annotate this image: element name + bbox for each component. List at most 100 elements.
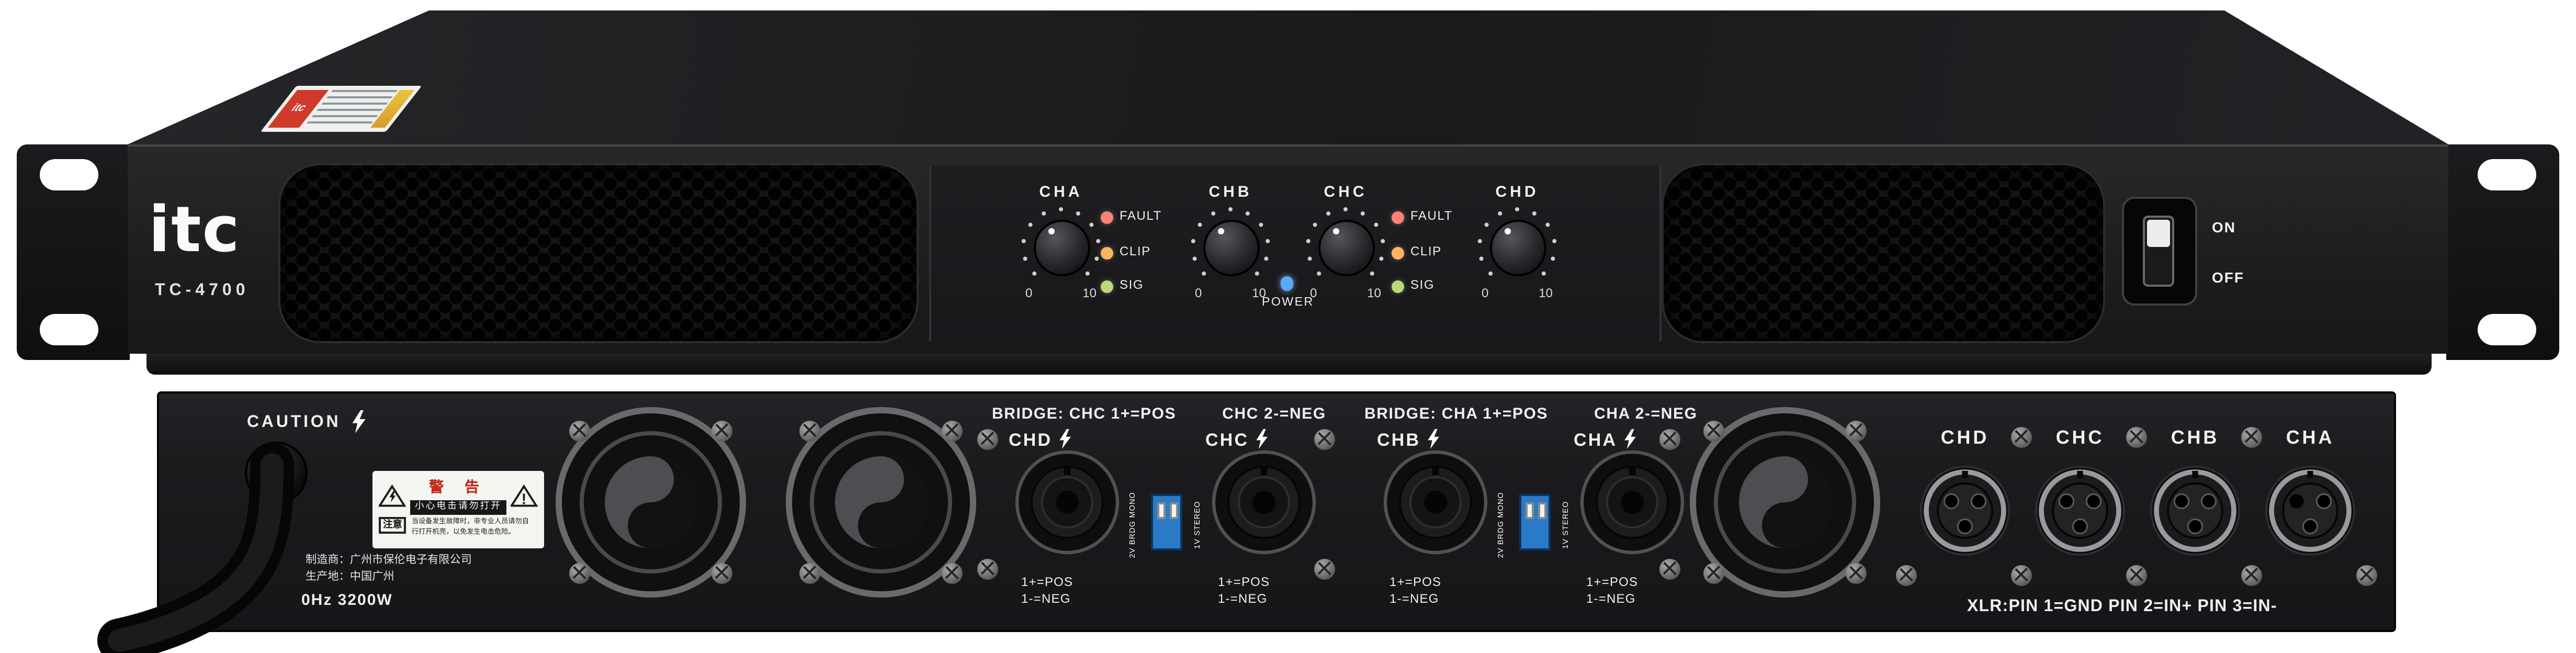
mode-dip-switch-left[interactable]: 2V BRDG MONO 1V STEREO <box>1128 486 1203 573</box>
screw-icon <box>2126 427 2147 448</box>
knob-cap[interactable] <box>1033 219 1089 275</box>
channel-label: CHC <box>1324 182 1368 201</box>
speakon-connector-chb[interactable] <box>1383 450 1488 555</box>
bridge-instructions-left: BRIDGE: CHC 1+=POS CHC 2-=NEG <box>992 404 1326 423</box>
svg-text:!: ! <box>522 490 527 507</box>
screw-icon <box>2241 565 2262 586</box>
dip-slider[interactable] <box>1157 501 1167 519</box>
power-switch-housing[interactable] <box>2122 197 2197 306</box>
dip-switch-body[interactable] <box>1151 494 1182 550</box>
led-label: SIG <box>1410 280 1435 293</box>
led-label: CLIP <box>1410 246 1442 259</box>
screw-icon <box>711 563 732 584</box>
knob-scale: 0 10 <box>1475 289 1559 301</box>
speakon-connector-cha[interactable] <box>1580 450 1685 555</box>
speakon-connector-chc[interactable] <box>1212 450 1316 555</box>
dip-right-label: 1V STEREO <box>1193 501 1202 549</box>
screw-icon <box>1896 565 1917 586</box>
scale-min: 0 <box>1310 289 1317 301</box>
xlr-input-cha[interactable] <box>2264 465 2356 557</box>
bridge-text: BRIDGE: CHC 1+=POS <box>992 404 1177 423</box>
dip-left-label: 2V BRDG MONO <box>1496 492 1505 558</box>
knob-cap[interactable] <box>1202 219 1259 275</box>
knob-cap[interactable] <box>1489 219 1545 275</box>
shock-warning-triangle-icon <box>379 483 405 506</box>
scale-max: 10 <box>1539 289 1553 301</box>
bridge-text: CHA 2-=NEG <box>1594 404 1698 423</box>
dip-right-label: 1V STEREO <box>1561 501 1570 549</box>
screw-icon <box>1314 429 1335 450</box>
clip-led <box>1101 246 1113 259</box>
xlr-input-chc[interactable] <box>2034 465 2126 557</box>
caution-label: CAUTION <box>247 410 366 433</box>
rack-mount-slot <box>40 314 98 345</box>
manufacturer-line: 制造商：广州市保伦电子有限公司 <box>306 555 472 567</box>
knob-scale: 0 10 <box>1019 289 1103 301</box>
gain-knob-cha[interactable] <box>1019 205 1103 289</box>
warning-note-title: 注意 <box>379 517 406 535</box>
screw-icon <box>1703 421 1724 442</box>
rack-mount-slot <box>2478 314 2536 345</box>
front-face: itc TC-4700 CHA 0 10 <box>128 144 2448 354</box>
power-on-label: ON <box>2212 222 2236 237</box>
cooling-fan <box>556 407 746 598</box>
brand-logo: itc <box>149 195 241 268</box>
channel-strip-chc: CHC 0 10 <box>1304 182 1387 301</box>
speakon-connector-chd[interactable] <box>1015 450 1120 555</box>
xlr-input-chb[interactable] <box>2149 465 2241 557</box>
xlr-input-chd[interactable] <box>1919 465 2011 557</box>
channel-label: CHD <box>1495 182 1539 201</box>
dip-slider[interactable] <box>1170 501 1179 519</box>
gain-knob-chd[interactable] <box>1475 205 1559 289</box>
led-label: SIG <box>1120 280 1144 293</box>
knob-indicator <box>1333 227 1339 233</box>
power-rocker[interactable] <box>2143 216 2174 287</box>
knob-indicator <box>1218 227 1224 233</box>
channel-strip-chd: CHD 0 10 <box>1475 182 1559 301</box>
high-voltage-icon <box>1257 430 1269 449</box>
screw-icon <box>1314 559 1335 580</box>
high-voltage-icon <box>1428 430 1440 449</box>
control-section: CHA 0 10 FAULT <box>929 165 1662 341</box>
knob-cap[interactable] <box>1317 219 1374 275</box>
bridge-text: CHC 2-=NEG <box>1222 404 1326 423</box>
xlr-label-chb: CHB <box>2171 427 2220 448</box>
xlr-label-cha: CHA <box>2286 427 2335 448</box>
model-number: TC-4700 <box>155 280 250 299</box>
chassis-top: itc <box>128 10 2448 144</box>
mode-dip-switch-right[interactable]: 2V BRDG MONO 1V STEREO <box>1496 486 1572 573</box>
rack-mount-slot <box>40 159 98 190</box>
high-voltage-icon <box>1625 430 1637 449</box>
dip-switch-body[interactable] <box>1519 494 1551 550</box>
rack-ear-left <box>17 144 130 360</box>
high-voltage-icon <box>352 410 366 433</box>
power-led <box>1280 276 1294 290</box>
speakon-label-chc: CHC <box>1205 429 1269 450</box>
channel-label: CHA <box>1039 182 1083 201</box>
screw-icon <box>1659 559 1680 580</box>
dip-slider[interactable] <box>1526 501 1535 519</box>
screw-icon <box>569 421 590 442</box>
exclamation-warning-triangle-icon: ! <box>511 483 538 507</box>
knob-scale: 0 10 <box>1189 289 1272 301</box>
warning-note-text: 当设备发生故障时，非专业人员请勿自 行打开机壳，以免发生电击危险。 <box>411 517 529 536</box>
ventilation-grille-right <box>1662 163 2105 343</box>
dip-slider[interactable] <box>1538 501 1547 519</box>
gain-knob-chc[interactable] <box>1304 205 1387 289</box>
power-switch[interactable]: ON OFF <box>2122 197 2252 306</box>
rack-mount-slot <box>2478 159 2536 190</box>
chassis-base <box>146 354 2432 375</box>
gain-knob-chb[interactable] <box>1189 205 1272 289</box>
screw-icon <box>942 563 963 584</box>
caution-text: CAUTION <box>247 412 341 431</box>
warning-title: 警 告 <box>429 480 488 495</box>
rack-ear-right <box>2446 144 2559 360</box>
led-label: CLIP <box>1120 246 1151 259</box>
speakon-label-cha: CHA <box>1574 429 1637 450</box>
xlr-label-chd: CHD <box>1940 427 1990 448</box>
cooling-fan <box>786 407 976 598</box>
